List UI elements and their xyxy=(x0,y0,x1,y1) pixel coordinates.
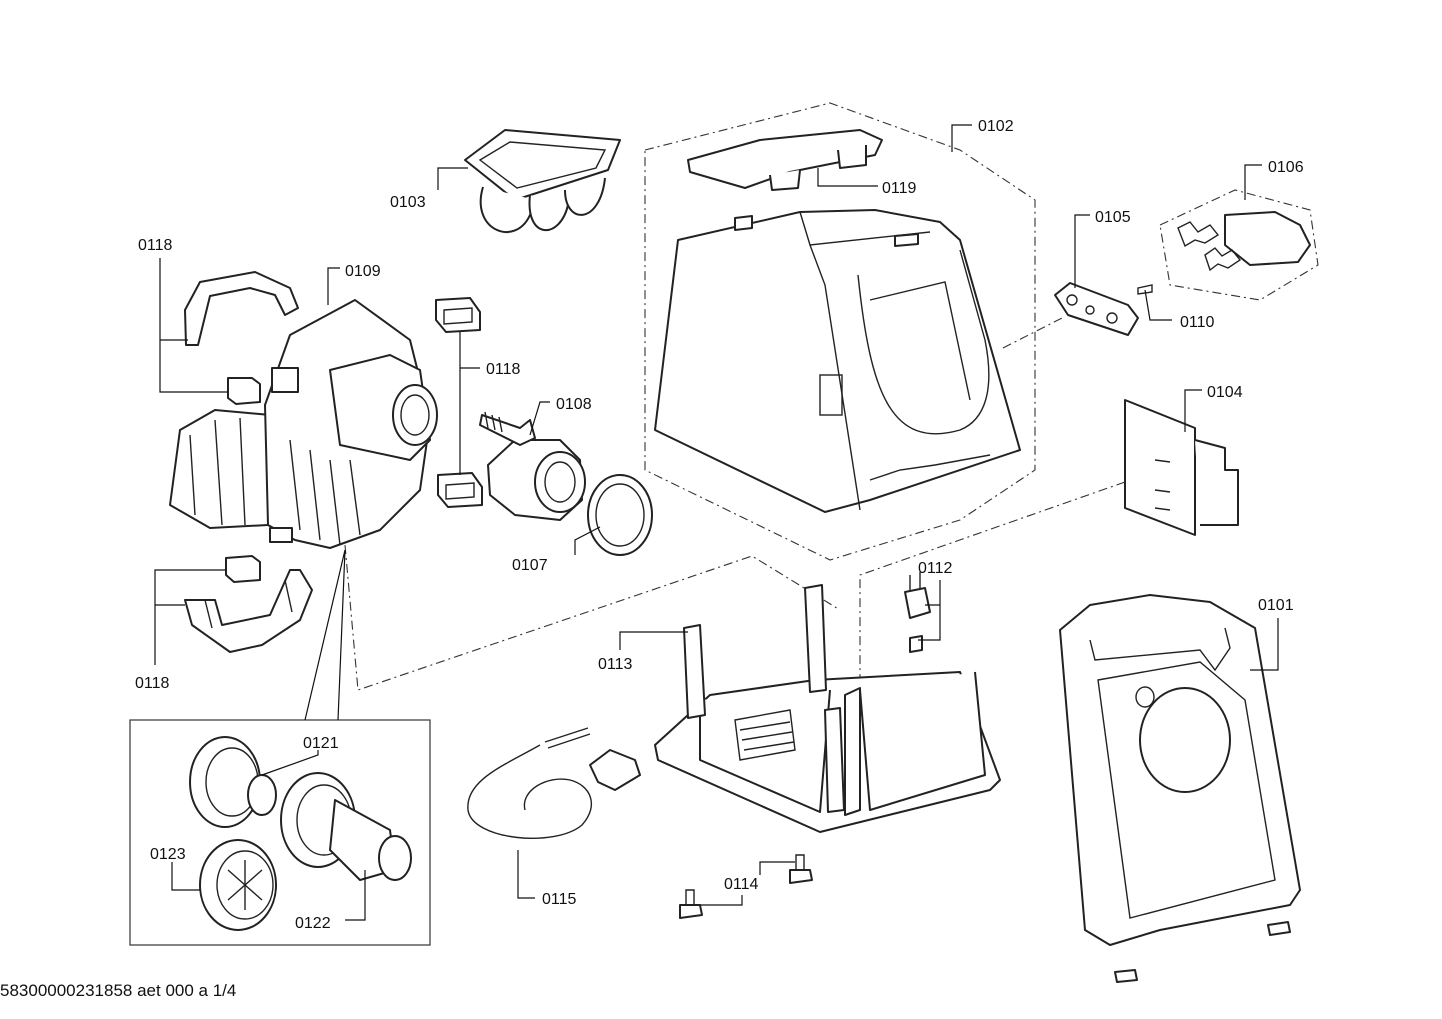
label-0107: 0107 xyxy=(512,557,548,574)
label-0118-mid: 0118 xyxy=(486,361,521,378)
part-0104-control-board xyxy=(1124,399,1239,536)
leader-0108 xyxy=(529,401,550,436)
part-0103-container xyxy=(464,129,621,233)
label-0123: 0123 xyxy=(150,846,186,863)
part-0118-pad-lower xyxy=(437,472,483,508)
part-0118-brush-upper xyxy=(227,377,261,405)
label-0112: 0112 xyxy=(918,560,953,577)
housing-to-switch-dashline xyxy=(1002,317,1063,349)
label-0122: 0122 xyxy=(295,915,331,932)
leader-0101 xyxy=(1250,618,1279,671)
part-0108-bearing-housing xyxy=(479,411,586,521)
label-0106: 0106 xyxy=(1268,159,1304,176)
label-0110: 0110 xyxy=(1180,314,1215,331)
part-0105-switch-plate xyxy=(1054,282,1139,336)
leader-0105 xyxy=(1074,214,1090,288)
part-0118-pad-upper xyxy=(435,297,481,333)
board-to-base-dashline xyxy=(859,481,1126,690)
part-0114-foot-right xyxy=(789,854,813,884)
document-id-footer: 58300000231858 aet 000 a 1/4 xyxy=(0,981,237,1000)
part-0113-base xyxy=(654,584,1001,833)
label-0113: 0113 xyxy=(598,656,633,673)
housing-group-outline xyxy=(644,102,1036,561)
leader-0106 xyxy=(1244,164,1262,200)
leader-0103 xyxy=(437,167,468,190)
leader-0122 xyxy=(345,870,366,921)
leader-0104 xyxy=(1184,389,1202,432)
leader-0121 xyxy=(261,750,319,776)
part-0118-brush-lower xyxy=(225,555,261,583)
label-0114: 0114 xyxy=(724,876,759,893)
label-0118-bottom: 0118 xyxy=(135,675,170,692)
part-0102-housing xyxy=(654,209,1021,513)
leader-0118-mid xyxy=(459,332,480,475)
label-0105: 0105 xyxy=(1095,209,1131,226)
leader-0118-top xyxy=(159,258,228,393)
label-0101: 0101 xyxy=(1258,597,1294,614)
leader-0114 xyxy=(700,861,795,906)
part-0115-power-cord xyxy=(467,727,641,839)
label-0103: 0103 xyxy=(390,194,426,211)
switch-group-outline xyxy=(1159,189,1319,301)
part-0119-lid xyxy=(687,129,883,191)
label-0104: 0104 xyxy=(1207,384,1243,401)
part-0106-switch xyxy=(1177,211,1311,272)
part-0101-front-cover xyxy=(1059,594,1301,983)
part-0109-motor-gearbox xyxy=(169,299,438,549)
label-0102: 0102 xyxy=(978,118,1014,135)
motor-to-base-dashline xyxy=(344,544,841,691)
part-0107-seal-ring xyxy=(587,474,653,556)
gear-set-box xyxy=(129,719,431,946)
part-0122-gear xyxy=(280,772,412,881)
part-0123-gear xyxy=(199,839,277,931)
leader-0118-bottom xyxy=(154,569,226,665)
label-0108: 0108 xyxy=(556,396,592,413)
label-0118-top: 0118 xyxy=(138,237,173,254)
label-0109: 0109 xyxy=(345,263,381,280)
part-0121-gear xyxy=(189,736,277,828)
leader-0107 xyxy=(574,526,601,555)
leader-0112 xyxy=(918,580,941,641)
part-0118-lower-bracket xyxy=(184,569,313,653)
leader-0113 xyxy=(619,631,688,650)
part-0118-upper-bracket xyxy=(184,271,299,346)
leader-0115 xyxy=(517,850,535,899)
part-0114-foot-left xyxy=(679,889,703,919)
label-0121: 0121 xyxy=(303,735,339,752)
leader-0110 xyxy=(1144,289,1172,321)
leader-0123 xyxy=(171,862,200,891)
label-0119: 0119 xyxy=(882,180,917,197)
part-0110-pin xyxy=(1137,284,1153,295)
label-0115: 0115 xyxy=(542,891,577,908)
leader-0119 xyxy=(817,168,878,187)
leader-0102 xyxy=(951,124,972,152)
leader-motor-to-gearbox xyxy=(304,549,346,721)
leader-0109 xyxy=(327,267,340,305)
